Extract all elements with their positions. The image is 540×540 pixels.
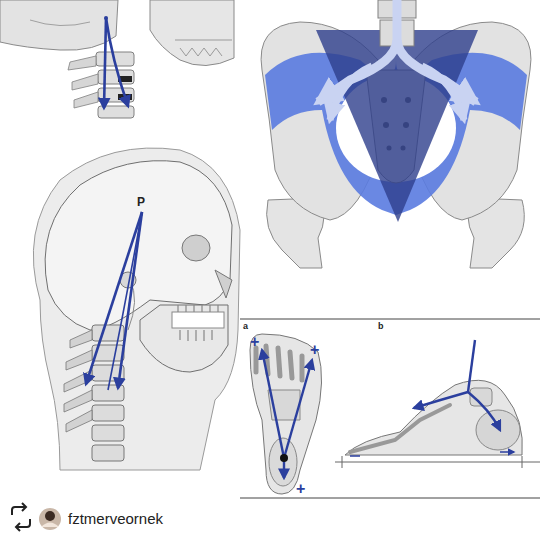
username: fztmerveornek	[68, 511, 163, 526]
repost-bar	[12, 503, 61, 531]
point-label: P	[137, 196, 145, 208]
plus-sign: +	[310, 342, 319, 358]
plus-sign: +	[250, 334, 259, 350]
neck-panel	[0, 0, 234, 118]
plus-sign: +	[296, 481, 305, 497]
pelvis-panel	[261, 0, 531, 268]
panel-letter: a	[243, 322, 248, 331]
head-panel	[33, 148, 240, 470]
foot-panel	[240, 319, 540, 498]
panel-letter: b	[378, 322, 384, 331]
